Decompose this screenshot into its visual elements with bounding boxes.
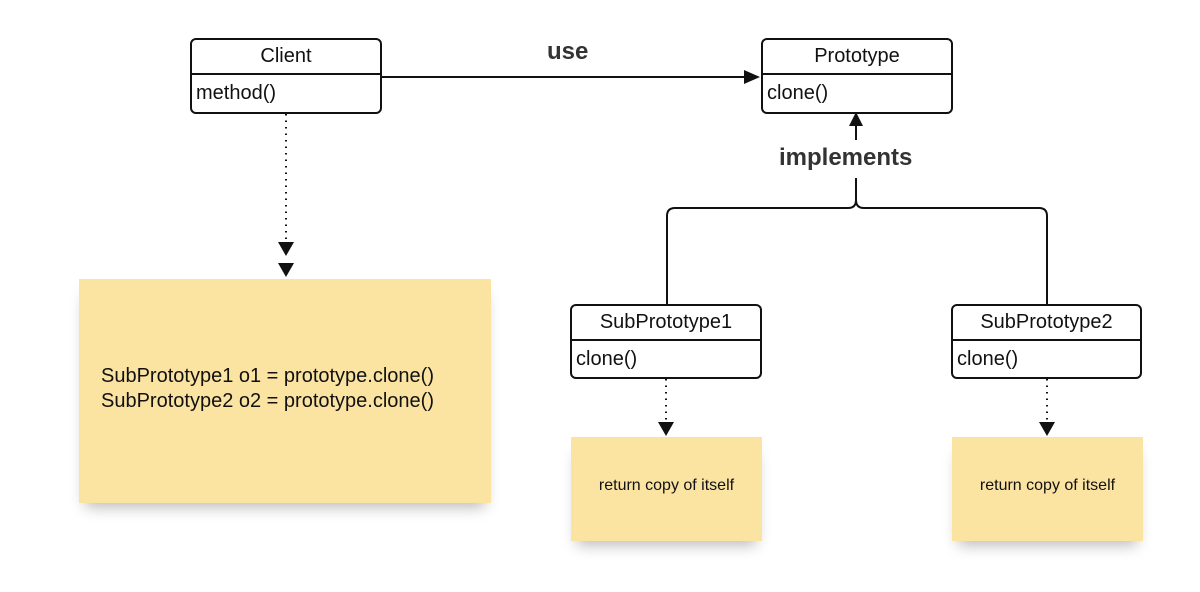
client-code-line-1: SubPrototype1 o1 = prototype.clone(): [101, 365, 434, 387]
subprototype1-class[interactable]: SubPrototype1 clone(): [570, 304, 762, 379]
client-dependency-arrowhead-1: [278, 242, 294, 256]
subprototype1-method: clone(): [576, 348, 638, 370]
prototype-method: clone(): [767, 82, 829, 104]
sub1-note-text: return copy of itself: [598, 477, 735, 494]
subprototype1-class-name: SubPrototype1: [572, 306, 760, 341]
client-class[interactable]: Client method(): [190, 38, 382, 114]
client-code-line-2: SubPrototype2 o2 = prototype.clone(): [101, 390, 434, 412]
prototype-class[interactable]: Prototype clone(): [761, 38, 953, 114]
implements-branch-lines: [666, 178, 1048, 304]
implements-arrowhead: [849, 112, 863, 126]
subprototype2-method: clone(): [957, 348, 1019, 370]
client-class-name: Client: [192, 40, 380, 75]
subprototype2-class-name: SubPrototype2: [953, 306, 1140, 341]
prototype-class-name: Prototype: [763, 40, 951, 75]
sub2-note-text: return copy of itself: [979, 477, 1116, 494]
use-label: use: [547, 38, 589, 65]
client-method: method(): [196, 82, 277, 104]
sub2-dependency-arrowhead: [1039, 422, 1055, 436]
subprototype2-class[interactable]: SubPrototype2 clone(): [951, 304, 1142, 379]
sub1-dependency-arrowhead: [658, 422, 674, 436]
client-code-note: SubPrototype1 o1 = prototype.clone() Sub…: [79, 279, 491, 503]
sub2-note: return copy of itself: [952, 437, 1143, 541]
sub1-note: return copy of itself: [571, 437, 762, 541]
client-code-note-text: SubPrototype1 o1 = prototype.clone() Sub…: [101, 364, 434, 414]
client-dependency-arrowhead-2: [278, 263, 294, 277]
use-arrowhead: [744, 70, 760, 84]
implements-label: implements: [779, 144, 913, 171]
